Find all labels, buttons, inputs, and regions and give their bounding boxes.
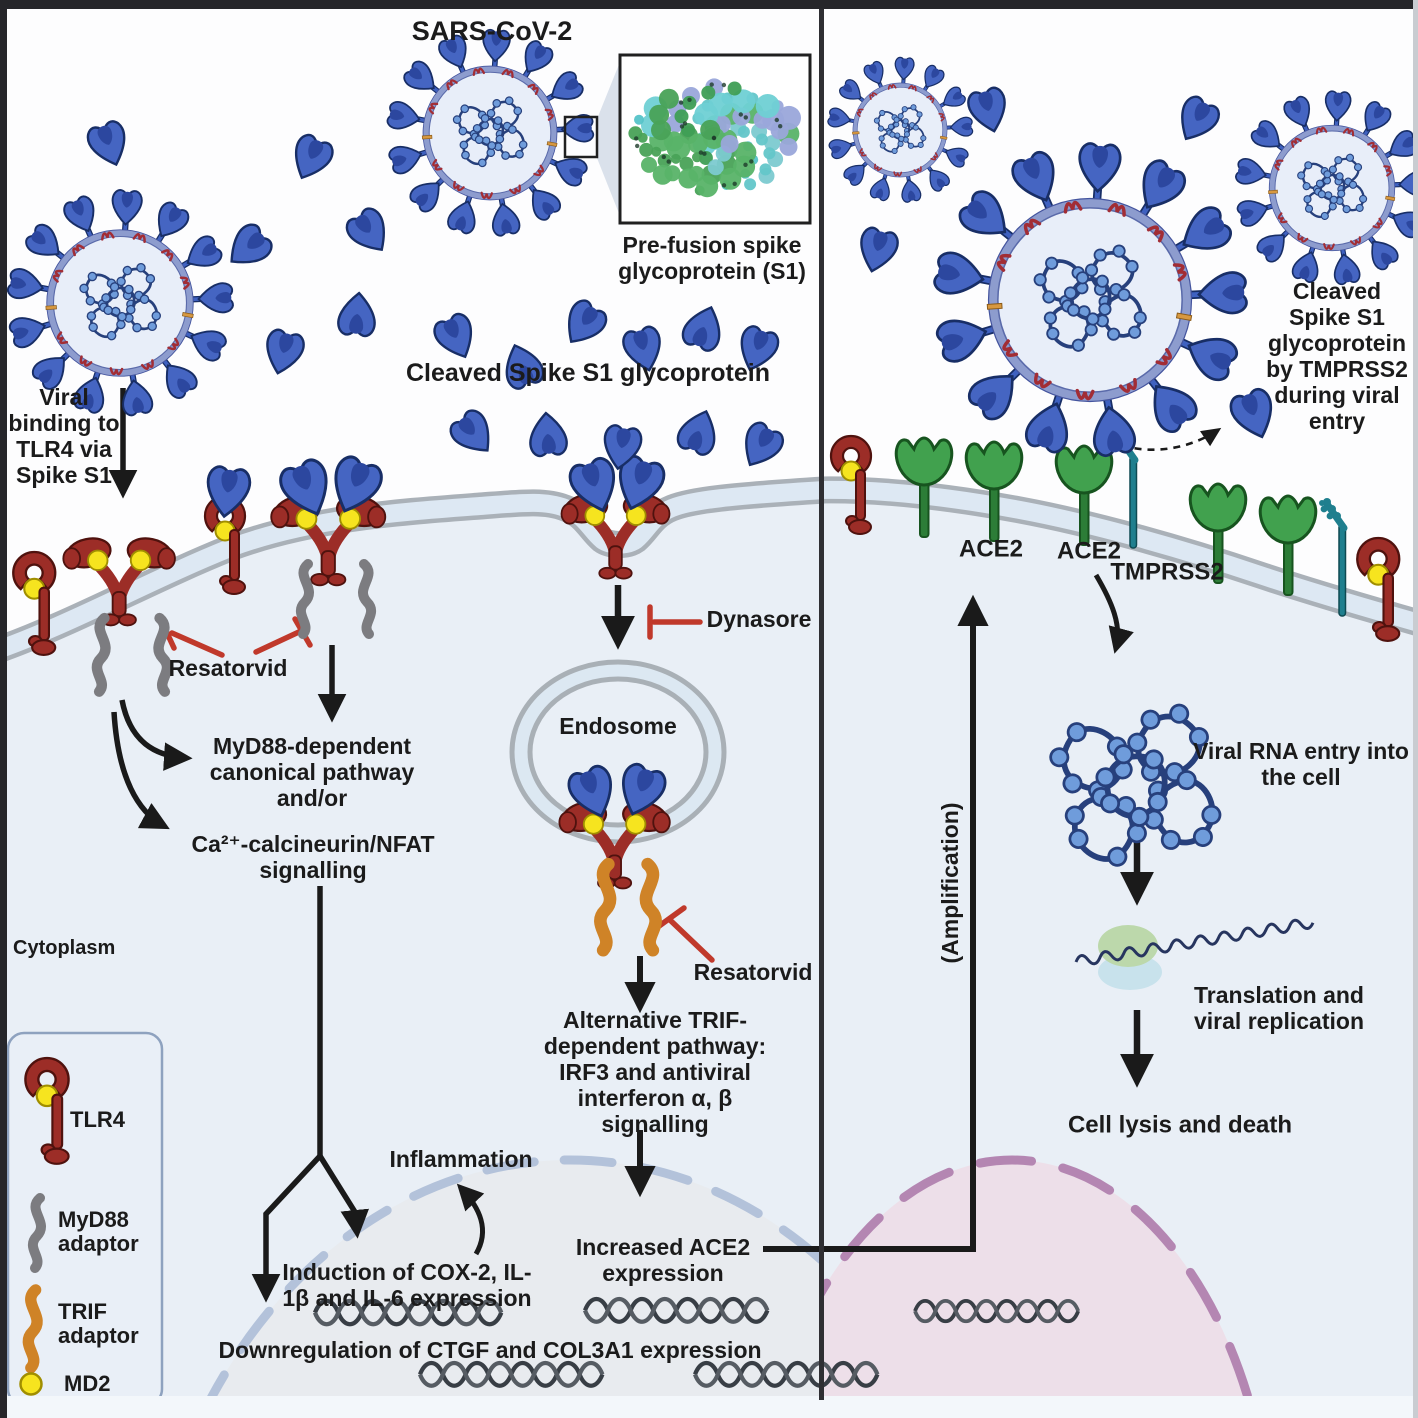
cytoplasm-label: Cytoplasm <box>13 937 116 959</box>
myd88-adaptor <box>363 564 371 634</box>
trif-icon <box>28 1290 37 1368</box>
legend <box>6 1031 164 1407</box>
ribosome-translation <box>1074 918 1315 990</box>
trif-pathway-label: Alternative TRIF-dependent pathway: IRF3… <box>543 1007 767 1137</box>
cleaved-spike-label: Cleaved Spike S1 glycoprotein <box>405 358 771 387</box>
amplification-label: (Amplification) <box>937 802 964 964</box>
trif-adaptor <box>600 864 610 950</box>
arrow-curved-myd88 <box>119 699 193 771</box>
legend-label-tlr4: TLR4 <box>70 1107 125 1132</box>
pathway-arrows <box>108 388 1222 1303</box>
ace2-label-1: ACE2 <box>958 535 1024 563</box>
inflammation-label: Inflammation <box>389 1146 533 1173</box>
arrow-inflammation <box>456 1183 486 1256</box>
arrow-dashed-cleavage <box>1109 427 1222 451</box>
dynasore-label: Dynasore <box>706 606 812 633</box>
nucleus-left <box>207 1155 820 1396</box>
downregulation-label: Downregulation of CTGF and COL3A1 expres… <box>218 1337 762 1364</box>
bottom-strip <box>0 1396 1418 1418</box>
prefusion-label: Pre-fusion spike glycoprotein (S1) <box>618 232 806 284</box>
arrow-branch-left <box>251 1154 323 1303</box>
arrow-amplification <box>763 594 989 1252</box>
viral-rna-entry-label: Viral RNA entry into the cell <box>1193 738 1409 790</box>
inhibitor-line <box>667 917 715 963</box>
trif-adaptor <box>646 864 656 950</box>
prefusion-inset <box>563 53 812 225</box>
resatorvid-endosome-label: Resatorvid <box>693 959 813 986</box>
plasma-membrane-left <box>0 476 825 664</box>
md2-icon <box>19 1372 43 1396</box>
inset-source-box <box>563 115 599 159</box>
panel-divider <box>819 0 824 1400</box>
endosome-label: Endosome <box>559 713 677 740</box>
myd88-adaptor <box>301 564 309 634</box>
translation-label: Translation and viral replication <box>1193 982 1364 1034</box>
ca-signalling-label: Ca²⁺-calcineurin/NFAT signalling <box>191 831 435 883</box>
legend-label-myd88: MyD88 adaptor <box>58 1207 139 1256</box>
inset-wedge <box>597 57 622 221</box>
frame-left <box>0 0 7 1418</box>
legend-label-trif: TRIF adaptor <box>58 1299 139 1348</box>
resatorvid-label: Resatorvid <box>168 655 288 682</box>
myd88-adaptor <box>97 618 106 692</box>
arrow-ace2-to-rna <box>1093 573 1134 654</box>
mrna-strand <box>1074 918 1315 966</box>
induction-label: Induction of COX-2, IL-1β and IL-6 expre… <box>282 1259 532 1311</box>
arrow-curved-ca <box>111 711 170 830</box>
legend-label-md2: MD2 <box>64 1371 111 1396</box>
increased-ace2-label: Increased ACE2 expression <box>575 1234 751 1286</box>
tmprss2-label: TMPRSS2 <box>1110 558 1224 586</box>
myd88-pathway-label: MyD88-dependent canonical pathway and/or <box>209 733 415 811</box>
arrow-branch-right <box>317 1154 370 1239</box>
inhibitor-line <box>253 628 304 655</box>
spike-protein-structure <box>628 78 801 198</box>
viral-binding-label: Viral binding to TLR4 via Spike S1 <box>8 384 120 488</box>
frame-top <box>0 0 1418 9</box>
frame-right <box>1413 0 1418 1418</box>
nucleus-right <box>823 1155 1253 1396</box>
cell-lysis-label: Cell lysis and death <box>1067 1111 1293 1139</box>
page-title: SARS-CoV-2 <box>411 15 573 46</box>
myd88-icon <box>33 1198 41 1268</box>
myd88-adaptor <box>159 618 168 692</box>
ace2-label-2: ACE2 <box>1056 537 1122 565</box>
inhibitor-line <box>169 630 225 658</box>
endosome-vesicle <box>509 659 727 845</box>
cleaved-by-tmprss2-label: Cleaved Spike S1 glycoprotein by TMPRSS2… <box>1266 278 1408 434</box>
